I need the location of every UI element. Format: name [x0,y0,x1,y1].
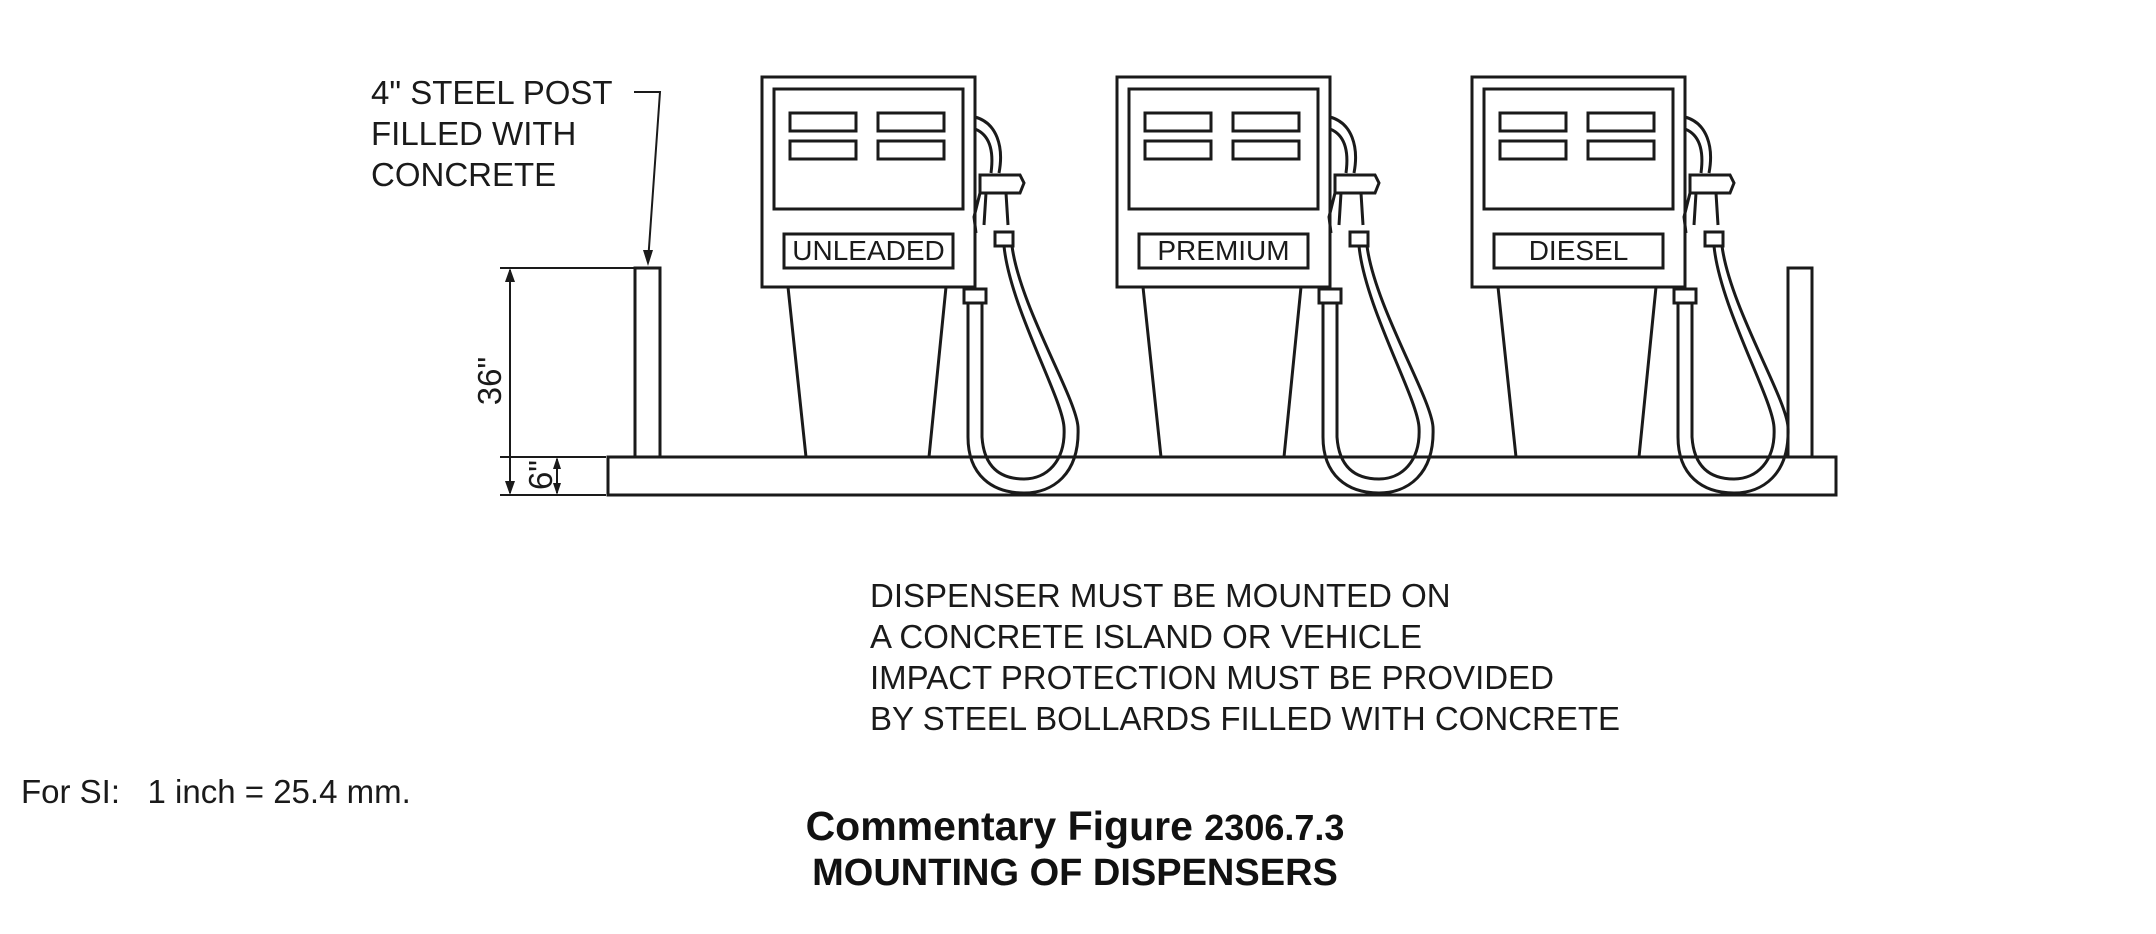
si-conversion-note: For SI: 1 inch = 25.4 mm. [21,773,411,810]
caption-heading: Commentary Figure 2306.7.3 [760,803,1390,851]
concrete-island [606,455,1838,497]
steel-bollard-left [633,266,662,459]
post-note-line: 4" STEEL POST [371,74,613,111]
instruction-line: A CONCRETE ISLAND OR VEHICLE [870,618,1422,655]
caption-title: MOUNTING OF DISPENSERS [812,852,1338,894]
post-note-line: CONCRETE [371,156,557,193]
dimension-arrows [505,268,561,495]
caption-number: 2306.7.3 [1204,807,1345,848]
dispenser-diesel [1470,75,1790,495]
dimension-lines [500,267,634,496]
caption-prefix: Commentary Figure [805,803,1205,849]
figure-caption: Commentary Figure 2306.7.3 MOUNTING OF D… [760,803,1390,895]
dispenser-premium [1115,75,1435,495]
post-leader-line [634,91,662,266]
island-height-dimension: 6" [522,459,559,491]
steel-bollard-right [1786,266,1814,459]
post-height-dimension: 36" [471,356,508,406]
instruction-note: DISPENSER MUST BE MOUNTED ON A CONCRETE … [870,575,1620,739]
instruction-line: IMPACT PROTECTION MUST BE PROVIDED [870,659,1554,696]
instruction-line: DISPENSER MUST BE MOUNTED ON [870,577,1451,614]
dispenser-label-unleaded: UNLEADED [792,235,945,266]
dispenser-label-premium: PREMIUM [1157,235,1290,266]
dispenser-label-diesel: DIESEL [1528,235,1629,266]
post-note: 4" STEEL POST FILLED WITH CONCRETE [371,72,613,195]
post-note-line: FILLED WITH [371,115,577,152]
instruction-line: BY STEEL BOLLARDS FILLED WITH CONCRETE [870,700,1621,737]
dispenser-unleaded [760,75,1080,495]
